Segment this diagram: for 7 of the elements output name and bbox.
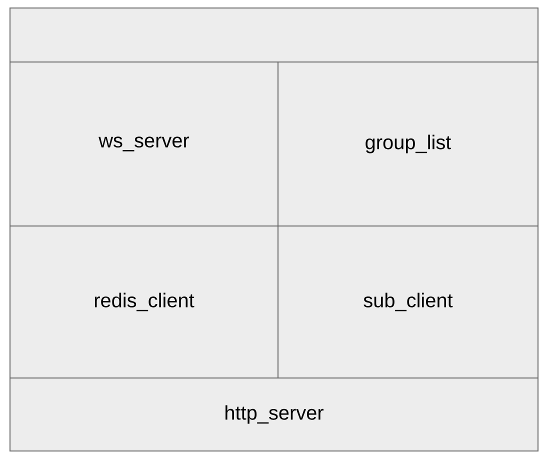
node-label: http_server xyxy=(226,405,324,424)
cell-box: sub_client xyxy=(278,225,538,378)
cell-box: ws_server xyxy=(10,62,278,226)
cell-box: redis_client xyxy=(10,225,278,378)
footer-box: http_server xyxy=(10,377,538,452)
cell-box: group_list xyxy=(278,62,538,226)
header-band xyxy=(10,8,538,62)
